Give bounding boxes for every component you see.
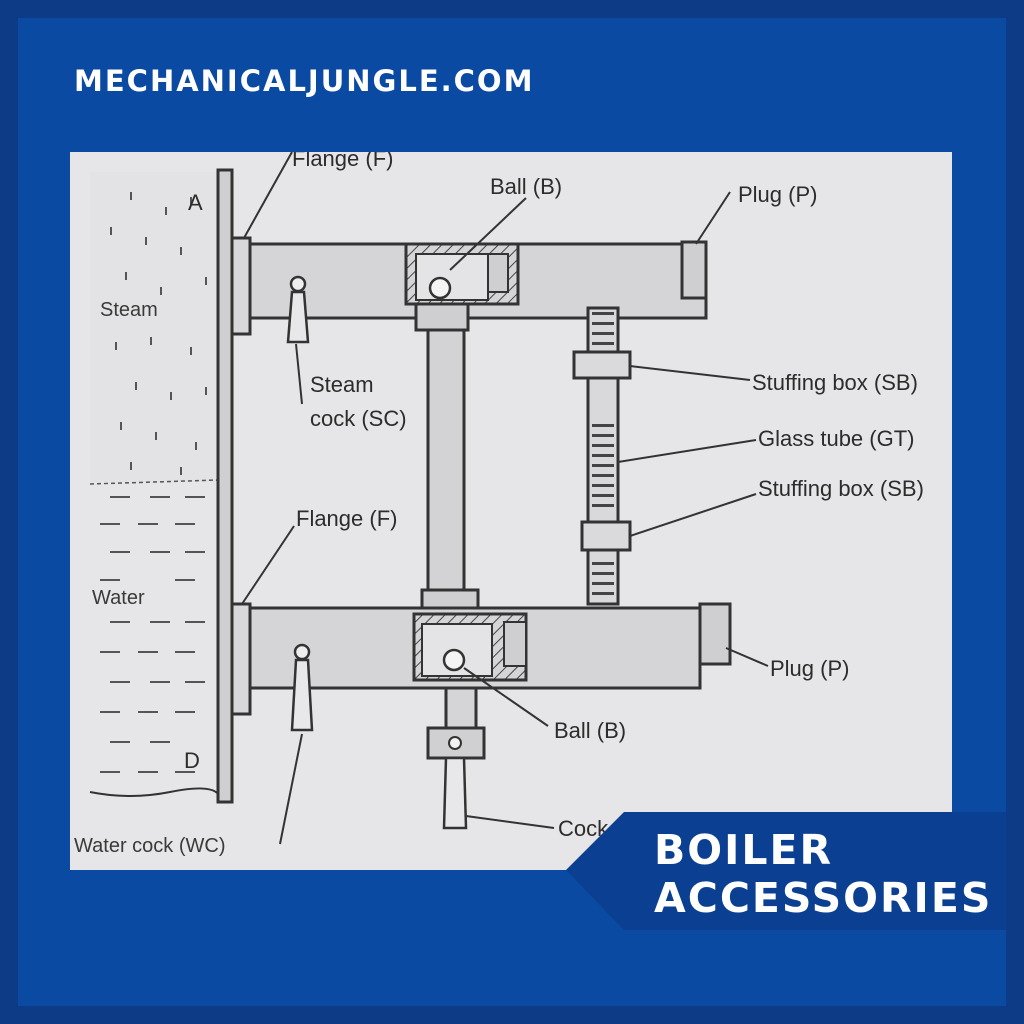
label-steam-cock-line2: cock (SC) — [310, 406, 407, 431]
label-water: Water — [92, 587, 145, 609]
water-region — [100, 496, 205, 773]
banner-title-line2: ACCESSORIES — [654, 874, 993, 922]
site-name: MECHANICALJUNGLE.COM — [74, 64, 535, 98]
stuffing-box-bottom — [580, 520, 632, 552]
label-ball-top: Ball (B) — [490, 174, 562, 199]
water-cock — [290, 643, 314, 732]
label-plug-top: Plug (P) — [738, 182, 817, 207]
water-level-indicator-diagram: Flange (F) Ball (B) Plug (P) Steam A Ste… — [74, 152, 924, 857]
vertical-column — [426, 328, 466, 592]
label-ball-bottom: Ball (B) — [554, 718, 626, 743]
label-point-d: D — [184, 748, 200, 773]
steam-region — [90, 172, 218, 482]
label-stuffing-box-top: Stuffing box (SB) — [752, 370, 918, 395]
stuffing-box-top — [572, 350, 632, 380]
label-flange-bottom: Flange (F) — [296, 506, 397, 531]
flange-top — [230, 236, 252, 336]
drain-cock — [426, 686, 486, 830]
plug-bottom — [698, 602, 732, 666]
diagram-figure: Flange (F) Ball (B) Plug (P) Steam A Ste… — [70, 152, 952, 870]
title-banner: BOILER ACCESSORIES — [566, 812, 1006, 930]
ball-top — [428, 276, 452, 300]
label-stuffing-box-bottom: Stuffing box (SB) — [758, 476, 924, 501]
banner-title-line1: BOILER — [654, 826, 834, 874]
label-steam-cock-line1: Steam — [310, 372, 374, 397]
label-steam: Steam — [100, 299, 158, 321]
label-plug-bottom: Plug (P) — [770, 656, 849, 681]
label-flange-top: Flange (F) — [292, 152, 393, 171]
ball-bottom — [442, 648, 466, 672]
steam-cock — [286, 275, 310, 344]
flange-bottom — [230, 602, 252, 716]
label-water-cock: Water cock (WC) — [74, 835, 225, 857]
boiler-wall — [216, 168, 234, 804]
label-glass-tube: Glass tube (GT) — [758, 426, 914, 451]
label-point-a: A — [188, 190, 203, 215]
plug-top — [680, 240, 708, 300]
